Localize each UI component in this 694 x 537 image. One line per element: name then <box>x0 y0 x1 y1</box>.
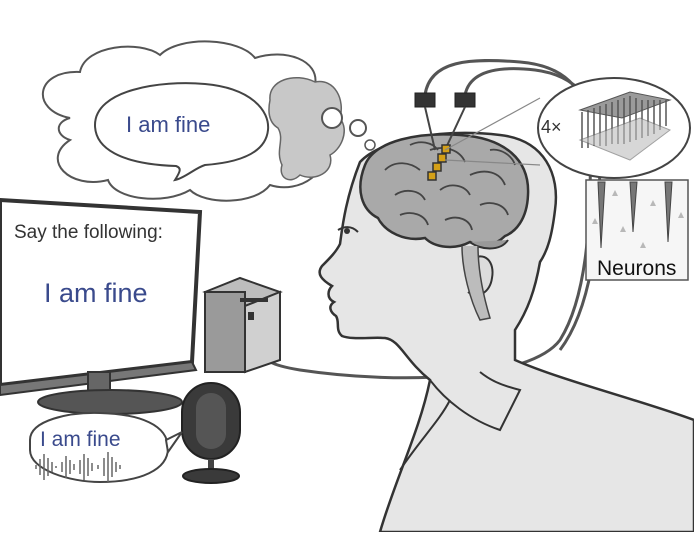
monitor <box>0 197 203 415</box>
microphone <box>181 382 241 484</box>
thought-dots <box>321 107 376 151</box>
thought-cloud <box>42 40 345 202</box>
neurons-label: Neurons <box>597 257 677 280</box>
array-magnified <box>537 77 691 179</box>
electrode-connectors <box>414 92 476 151</box>
audio-bubble <box>29 411 183 484</box>
audio-text: I am fine <box>40 428 121 451</box>
audio-waveform <box>35 452 121 482</box>
callout-lines <box>444 97 541 166</box>
monitor-prompt: Say the following: <box>14 222 163 243</box>
computer-tower <box>202 276 283 374</box>
thought-text: I am fine <box>126 112 211 137</box>
neurons-inset <box>585 179 689 281</box>
magnification-label: 4× <box>541 117 562 137</box>
monitor-text: I am fine <box>44 278 148 308</box>
